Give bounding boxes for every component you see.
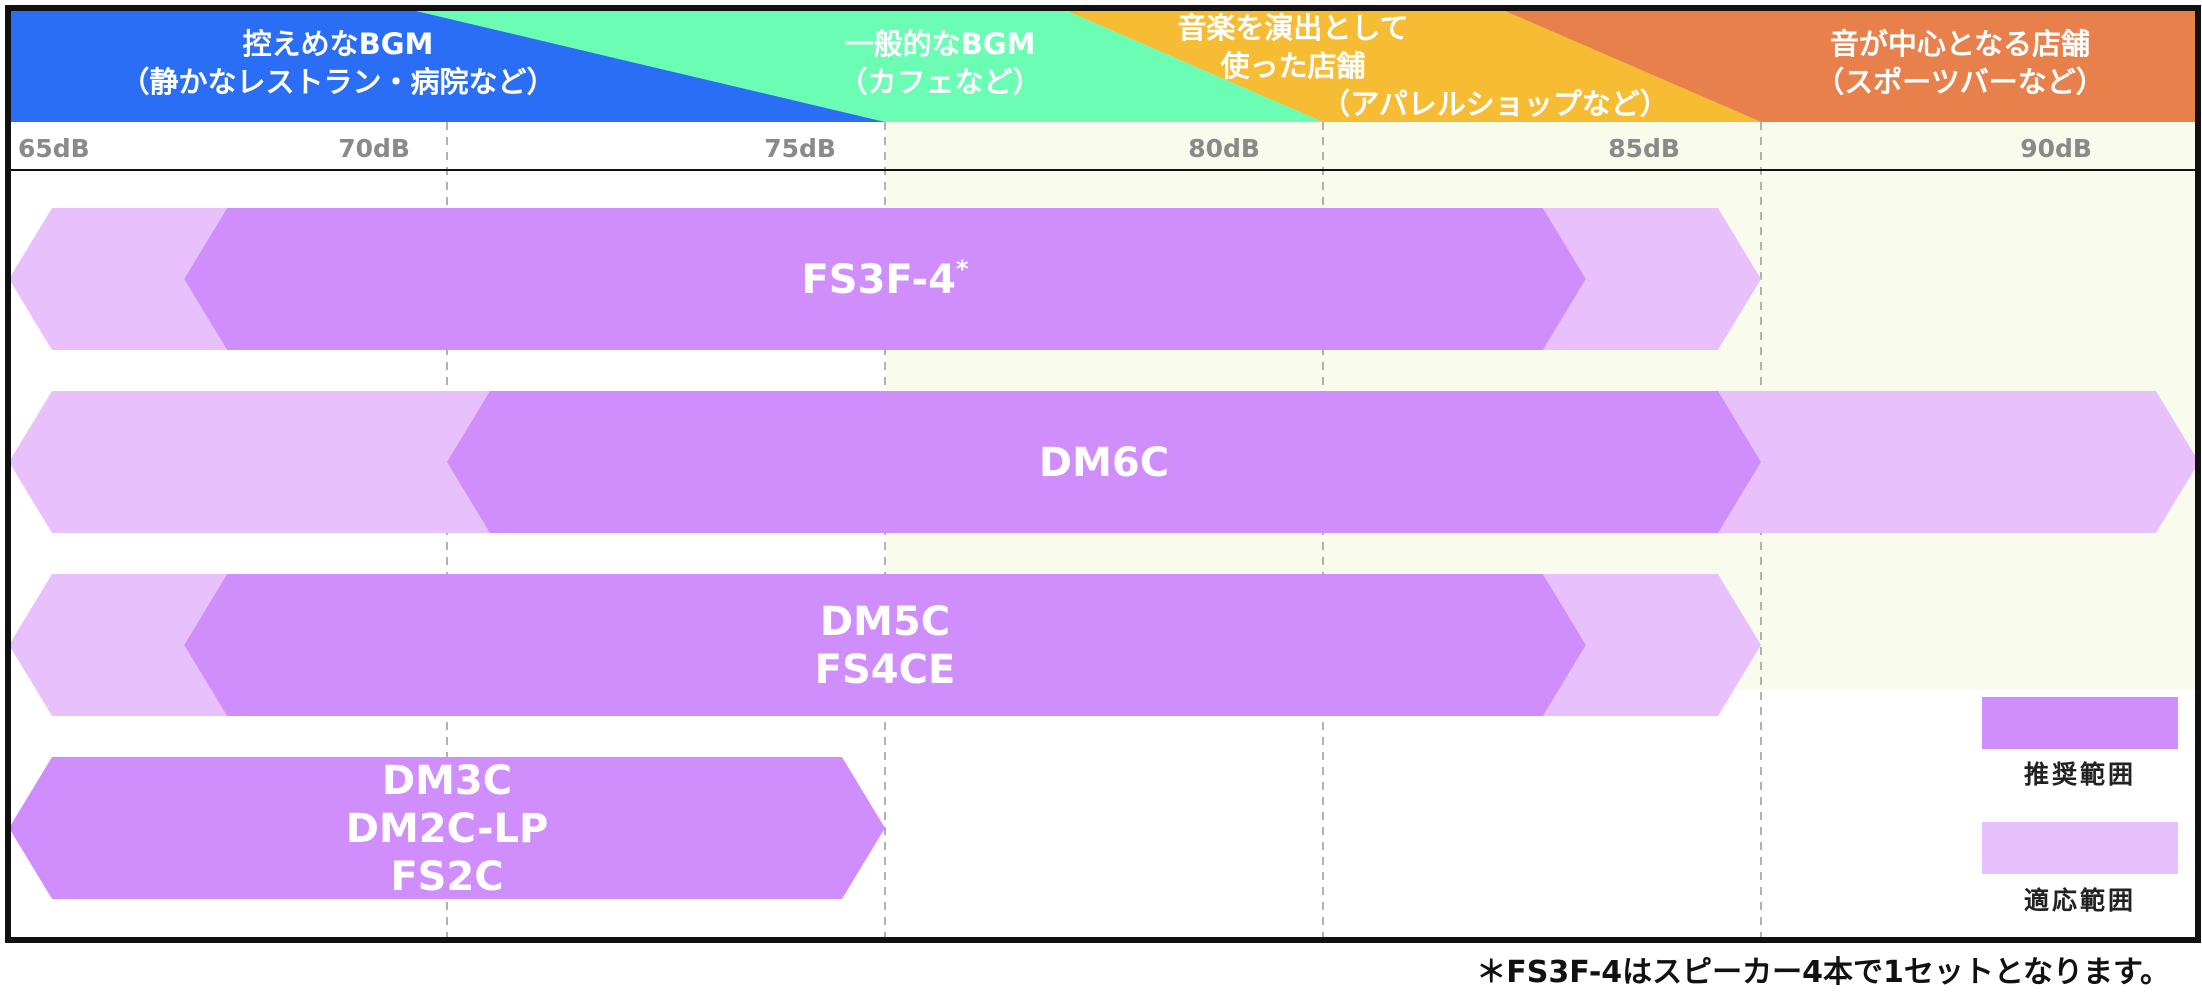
frame-border [5, 5, 2201, 943]
tick-label-70dB: 70dB [338, 134, 410, 163]
zone-production-label-2: 使った店舗 [1219, 49, 1365, 83]
zone-general-label-2: （カフェなど） [838, 65, 1041, 99]
zone-production-fill [1060, 8, 1761, 122]
product-label: DM2C-LP [346, 806, 549, 852]
tick-label-80dB: 80dB [1188, 134, 1260, 163]
footnote: ＊FS3F-4はスピーカー4本で1セットとなります。 [1476, 955, 2170, 990]
product-label: DM3C [382, 758, 512, 804]
recommended-range-bar [184, 208, 1586, 350]
product-label: FS3F-4* [801, 255, 969, 303]
product-label: DM6C [1039, 440, 1169, 486]
tick-label-85dB: 85dB [1608, 134, 1680, 163]
tick-label-75dB: 75dB [764, 134, 836, 163]
footnote-mark: * [956, 255, 969, 283]
zone-central-label-2: （スポーツバーなど） [1815, 65, 2104, 99]
product-row-1: FS3F-4* [9, 208, 1761, 350]
recommended-range-bar [184, 574, 1586, 716]
legend-label-suitable: 適応範囲 [2024, 886, 2136, 915]
zone-quiet-label-1: 控えめなBGM [243, 27, 434, 61]
product-row-2: DM6C [9, 391, 2199, 533]
recommended-range-bar [9, 757, 885, 899]
legend-swatch-recommended [1982, 697, 2178, 749]
x-axis-ticks: 65dB 70dB 75dB 80dB 85dB 90dB [8, 134, 2198, 171]
zone-general-fill [403, 8, 1323, 122]
zone-header-band: 控えめなBGM （静かなレストラン・病院など） 一般的なBGM （カフェなど） 音楽を演… [8, 8, 2198, 122]
recommended-range-bar [447, 391, 1761, 533]
legend-label-recommended: 推奨範囲 [2024, 760, 2136, 789]
product-label: DM5C [820, 599, 950, 645]
zone-quiet-label-2: （静かなレストラン・病院など） [120, 65, 555, 99]
tick-label-65dB: 65dB [18, 134, 90, 163]
product-label: FS4CE [815, 647, 956, 693]
product-label: FS2C [390, 854, 503, 900]
zone-production-label-1: 音楽を演出として [1177, 11, 1408, 45]
zone-central-fill [1498, 8, 2198, 122]
zone-production-label-3: （アパレルショップなど） [1321, 87, 1668, 121]
chart-frame [5, 5, 2201, 943]
zone-general-label-1: 一般的なBGM [845, 27, 1036, 61]
zone-central-label-1: 音が中心となる店舗 [1830, 27, 2090, 61]
legend-swatch-suitable [1982, 822, 2178, 874]
tick-label-90dB: 90dB [2020, 134, 2092, 163]
